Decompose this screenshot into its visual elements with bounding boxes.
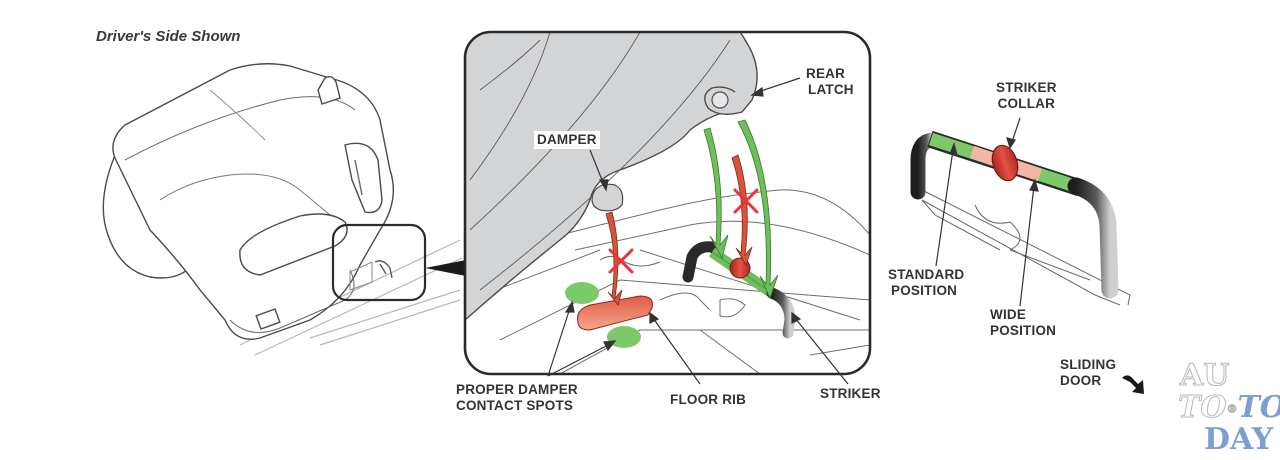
label-standard-position: STANDARD POSITION <box>888 267 964 299</box>
label-striker-collar-line2: COLLAR <box>997 96 1056 111</box>
label-damper: DAMPER <box>534 131 600 149</box>
label-rear-latch: REAR LATCH <box>806 66 854 98</box>
striker-collar <box>991 144 1019 182</box>
watermark-line3: DAY <box>1204 422 1274 457</box>
x-mark-icon <box>608 248 634 274</box>
label-wide-position-line2: POSITION <box>990 323 1057 338</box>
watermark-to-blue: TO <box>1237 390 1280 425</box>
label-floor-rib: FLOOR RIB <box>670 392 747 407</box>
striker-detail <box>910 117 1144 394</box>
callout-pointer <box>425 260 466 276</box>
detail-panel-frame <box>463 30 872 376</box>
detail-callout-box <box>331 223 427 302</box>
label-standard-position-line1: STANDARD <box>888 267 965 282</box>
floor-rib <box>577 295 653 331</box>
watermark-line1: AU <box>1179 358 1230 393</box>
sliding-door-arrow-icon <box>1122 375 1144 394</box>
striker-right-leg <box>1067 177 1119 299</box>
x-mark-icon <box>733 188 759 214</box>
caption-drivers-side: Driver's Side Shown <box>96 28 241 45</box>
striker-left-leg <box>910 132 940 200</box>
label-striker-collar: STRIKER COLLAR <box>996 80 1057 112</box>
label-sliding-door: SLIDING DOOR <box>1060 357 1116 389</box>
label-wide-position-line1: WIDE <box>990 307 1027 322</box>
label-proper-damper-contact-spots: PROPER DAMPER CONTACT SPOTS <box>456 382 578 414</box>
label-striker: STRIKER <box>820 386 881 401</box>
striker-left-leg <box>682 241 722 283</box>
label-striker-collar-line1: STRIKER <box>996 80 1057 95</box>
label-wide-position: WIDE POSITION <box>990 307 1056 339</box>
watermark-logo: AU TO®TO DAY <box>1177 358 1280 460</box>
detail-panel <box>463 30 872 385</box>
watermark-registered: ® <box>1226 402 1238 416</box>
contact-spot <box>565 282 599 304</box>
wrong-arrow <box>731 154 753 266</box>
label-sliding-door-line2: DOOR <box>1060 373 1102 388</box>
label-rear-latch-line2: LATCH <box>808 82 854 97</box>
label-proper-damper-line2: CONTACT SPOTS <box>456 398 574 413</box>
label-rear-latch-line1: REAR <box>806 66 846 81</box>
correct-arrow <box>703 127 729 260</box>
contact-spot <box>607 326 641 348</box>
watermark-line2: TO®TO <box>1177 390 1280 425</box>
wrong-arrow <box>605 211 623 306</box>
watermark-to-outline: TO <box>1177 390 1227 425</box>
striker-right-leg <box>766 287 796 339</box>
label-sliding-door-line1: SLIDING <box>1060 357 1117 372</box>
label-proper-damper-line1: PROPER DAMPER <box>456 382 578 397</box>
label-standard-position-line2: POSITION <box>891 283 958 298</box>
correct-arrow <box>737 119 779 300</box>
seat-overview <box>102 63 466 356</box>
